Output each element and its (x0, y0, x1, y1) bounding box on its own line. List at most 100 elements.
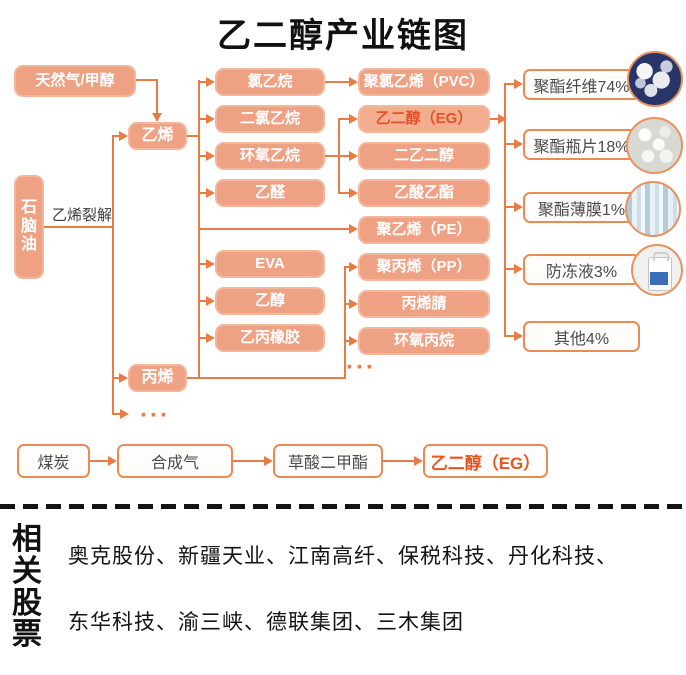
connector-line (504, 83, 514, 85)
connector-line (136, 79, 158, 81)
arrow-right-icon (206, 188, 215, 198)
connector-line (112, 135, 114, 415)
cracking-label: 乙烯裂解 (52, 207, 113, 224)
connector-line (44, 226, 112, 228)
node-polyester-bottle-chip: 聚酯瓶片18% (523, 129, 640, 160)
node-eg-coal-route: 乙二醇（EG） (423, 444, 548, 478)
node-acrylonitrile: 丙烯腈 (358, 290, 490, 318)
arrow-right-icon (514, 139, 523, 149)
ellipsis-middle: ··· (346, 354, 376, 381)
node-natural-gas: 天然气/甲醇 (14, 65, 136, 97)
connector-line (338, 155, 349, 157)
node-ethylene: 乙烯 (128, 122, 187, 150)
node-dimethyl-oxalate: 草酸二甲酯 (273, 444, 383, 478)
connector-line (112, 135, 119, 137)
connector-line (504, 84, 506, 337)
arrow-down-icon (152, 113, 162, 122)
arrow-right-icon (349, 299, 358, 309)
node-dichloroethane: 二氯乙烷 (215, 105, 325, 133)
connector-line (344, 266, 349, 268)
jug-label (650, 272, 668, 285)
arrow-right-icon (206, 333, 215, 343)
node-acetaldehyde: 乙醛 (215, 179, 325, 207)
connector-line (187, 377, 346, 379)
node-ethylene-oxide: 环氧乙烷 (215, 142, 325, 170)
arrow-right-icon (206, 77, 215, 87)
node-polyester-film: 聚酯薄膜1% (523, 192, 640, 223)
node-naphtha: 石脑油 (14, 175, 44, 279)
node-syngas: 合成气 (117, 444, 233, 478)
connector-line (198, 263, 206, 265)
jug-handle (653, 252, 669, 261)
node-others: 其他4% (523, 321, 640, 352)
node-propylene-oxide: 环氧丙烷 (358, 327, 490, 355)
connector-line (198, 155, 206, 157)
node-propylene: 丙烯 (128, 364, 187, 392)
node-pe: 聚乙烯（PE） (358, 216, 490, 244)
polyester-bottle-chip-image (626, 117, 683, 174)
connector-line (344, 303, 349, 305)
arrow-right-icon (514, 79, 523, 89)
arrow-right-icon (349, 151, 358, 161)
node-ethyl-acetate: 乙酸乙酯 (358, 179, 490, 207)
connector-line (187, 135, 198, 137)
stocks-line-2: 东华科技、渝三峡、德联集团、三木集团 (68, 611, 464, 634)
dashed-divider (0, 504, 686, 509)
connector-line (344, 340, 349, 342)
connector-line (198, 228, 349, 230)
node-chloroethane: 氯乙烷 (215, 68, 325, 96)
connector-line (504, 268, 514, 270)
arrow-right-icon (206, 151, 215, 161)
connector-line (338, 192, 349, 194)
arrow-right-icon (206, 296, 215, 306)
node-eva: EVA (215, 250, 325, 278)
arrow-right-icon (498, 114, 507, 124)
node-antifreeze: 防冻液3% (523, 254, 640, 285)
connector-line (344, 266, 346, 379)
arrow-right-icon (349, 188, 358, 198)
arrow-right-icon (349, 262, 358, 272)
connector-line (383, 460, 414, 462)
node-deg: 二乙二醇 (358, 142, 490, 170)
stocks-line-1: 奥克股份、新疆天业、江南高纤、保税科技、丹化科技、 (68, 545, 618, 568)
connector-line (504, 335, 514, 337)
connector-line (90, 460, 108, 462)
connector-line (198, 81, 206, 83)
connector-line (504, 206, 514, 208)
connector-line (490, 118, 498, 120)
arrow-right-icon (349, 336, 358, 346)
connector-line (198, 300, 206, 302)
node-coal: 煤炭 (17, 444, 90, 478)
arrow-right-icon (264, 456, 273, 466)
connector-line (156, 79, 158, 115)
arrow-right-icon (514, 264, 523, 274)
arrow-right-icon (119, 373, 128, 383)
related-stocks-header: 相关股票 (12, 523, 42, 652)
arrow-right-icon (349, 114, 358, 124)
arrow-right-icon (206, 114, 215, 124)
node-naphtha-label: 石脑油 (20, 198, 37, 254)
arrow-right-icon (414, 456, 423, 466)
connector-line (325, 155, 338, 157)
connector-line (112, 377, 119, 379)
ellipsis-left: ··· (140, 402, 170, 429)
connector-line (198, 337, 206, 339)
node-ep-rubber: 乙丙橡胶 (215, 324, 325, 352)
arrow-right-icon (120, 409, 129, 419)
arrow-right-icon (514, 331, 523, 341)
polyester-film-image (625, 181, 681, 237)
arrow-right-icon (349, 77, 358, 87)
connector-line (198, 192, 206, 194)
connector-line (198, 118, 206, 120)
connector-line (112, 413, 120, 415)
connector-line (504, 143, 514, 145)
arrow-right-icon (514, 202, 523, 212)
connector-line (233, 460, 264, 462)
connector-line (338, 118, 349, 120)
antifreeze-jug-image (631, 244, 683, 296)
arrow-right-icon (108, 456, 117, 466)
node-polyester-fiber: 聚酯纤维74% (523, 69, 640, 100)
node-pvc: 聚氯乙烯（PVC） (358, 68, 490, 96)
node-pp: 聚丙烯（PP） (358, 253, 490, 281)
